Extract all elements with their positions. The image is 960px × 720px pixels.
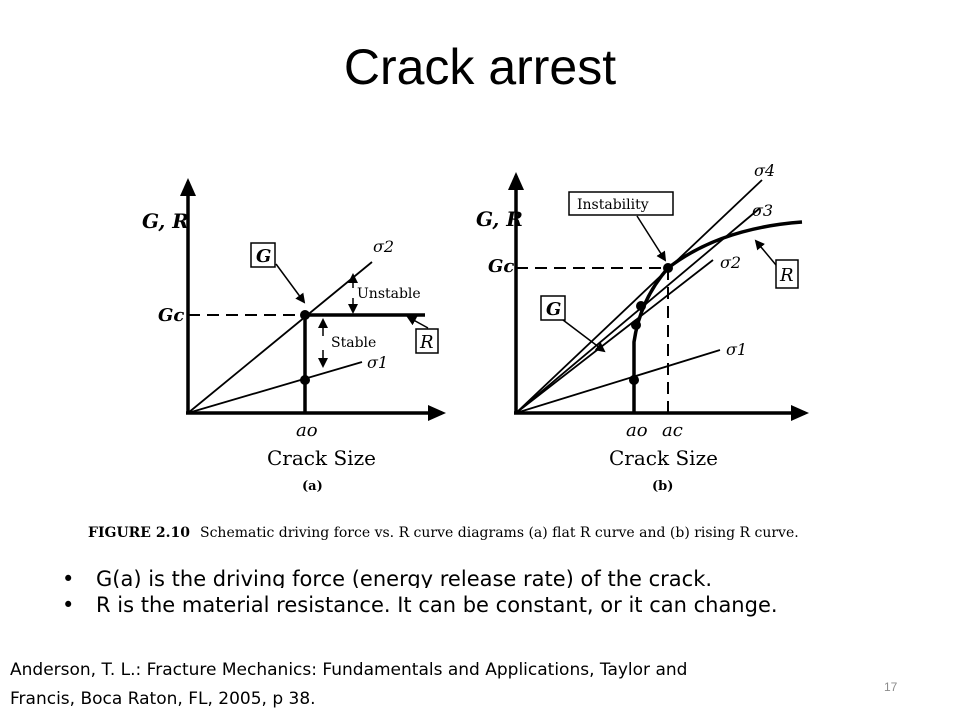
bullet-list: • G(a) is the driving force (energy rele… xyxy=(62,566,778,622)
panel-b-gc-label: Gc xyxy=(488,256,514,277)
panel-b-point-middle xyxy=(631,320,641,330)
citation-line-2: Francis, Boca Raton, FL, 2005, p 38. xyxy=(10,689,316,709)
panel-b-sigma3-label: σ3 xyxy=(752,201,773,220)
panel-b-point-lower xyxy=(629,375,639,385)
panel-b-sigma2-label: σ2 xyxy=(720,253,741,272)
panel-b-sub-label: (b) xyxy=(652,479,673,494)
panel-a-r-box xyxy=(415,328,439,354)
panel-a: G, R Gc G R Unstable Stable σ2 σ1 ao Cra… xyxy=(142,178,446,494)
panel-b-g-box xyxy=(540,295,566,321)
panel-a-sub-label: (a) xyxy=(302,479,323,494)
panel-a-y-axis-label: G, R xyxy=(142,209,189,233)
panel-a-g-box-label: G xyxy=(256,246,271,267)
panel-b-sigma2-line xyxy=(515,259,714,414)
bullet-dot: • xyxy=(62,593,75,617)
bullet-text: G(a) is the driving force (energy releas… xyxy=(96,567,713,588)
panel-a-r-box-label: R xyxy=(419,332,434,353)
panel-b-r-box-label: R xyxy=(779,265,794,286)
panel-b-sigma1-label: σ1 xyxy=(726,340,747,359)
bullet-dot: • xyxy=(62,567,75,588)
figure-caption-text: Schematic driving force vs. R curve diag… xyxy=(200,525,799,541)
panel-b-g-pointer xyxy=(562,319,606,353)
bullet-text: R is the material resistance. It can be … xyxy=(96,593,778,617)
panel-a-unstable-label: Unstable xyxy=(357,286,421,302)
panel-a-sigma1-label: σ1 xyxy=(367,353,388,372)
fracture-diagram-figure: G, R Gc G R Unstable Stable σ2 σ1 ao Cra… xyxy=(88,161,809,541)
bullet-item-material-resistance: • R is the material resistance. It can b… xyxy=(62,588,778,622)
panel-a-gc-label: Gc xyxy=(158,305,184,326)
panel-a-r-pointer xyxy=(406,316,429,329)
panel-a-a0-label: ao xyxy=(296,420,318,441)
panel-b: G, R Gc Instability G R σ4 σ3 σ2 σ1 ao a… xyxy=(476,161,809,494)
panel-b-r-box xyxy=(775,259,799,289)
panel-a-stable-label: Stable xyxy=(331,335,376,351)
panel-b-instability-pointer xyxy=(636,215,667,262)
panel-b-sigma3-line xyxy=(515,207,761,414)
panel-b-instability-box xyxy=(568,191,674,216)
panel-b-sigma1-line xyxy=(515,349,721,414)
panel-a-g-pointer xyxy=(275,263,306,304)
panel-b-point-instability xyxy=(663,263,673,273)
panel-a-point-gc xyxy=(300,310,310,320)
panel-b-y-axis-label: G, R xyxy=(476,207,523,231)
panel-a-x-axis-label: Crack Size xyxy=(267,446,376,470)
panel-b-r-pointer xyxy=(754,239,777,266)
figure-caption-label: FIGURE 2.10 xyxy=(88,525,190,541)
panel-b-a0-label: ao xyxy=(626,420,648,441)
panel-a-sigma1-line xyxy=(187,361,363,414)
panel-a-sigma2-line xyxy=(187,261,373,414)
panel-b-ac-label: ac xyxy=(662,420,683,441)
panel-a-g-box xyxy=(250,242,276,268)
bullet-item-driving-force: • G(a) is the driving force (energy rele… xyxy=(62,566,778,588)
panel-a-sigma2-label: σ2 xyxy=(373,237,394,256)
panel-b-point-upper xyxy=(636,301,646,311)
panel-b-instability-label: Instability xyxy=(577,197,649,213)
slide-title: Crack arrest xyxy=(343,39,617,95)
citation: Anderson, T. L.: Fracture Mechanics: Fun… xyxy=(10,656,810,714)
panel-b-x-axis-label: Crack Size xyxy=(609,446,718,470)
panel-a-point-stable xyxy=(300,375,310,385)
panel-b-sigma4-line xyxy=(515,179,763,414)
panel-b-sigma4-label: σ4 xyxy=(754,161,775,180)
panel-b-g-box-label: G xyxy=(546,299,561,320)
citation-line-1: Anderson, T. L.: Fracture Mechanics: Fun… xyxy=(10,660,688,680)
page-number: 17 xyxy=(884,680,898,694)
